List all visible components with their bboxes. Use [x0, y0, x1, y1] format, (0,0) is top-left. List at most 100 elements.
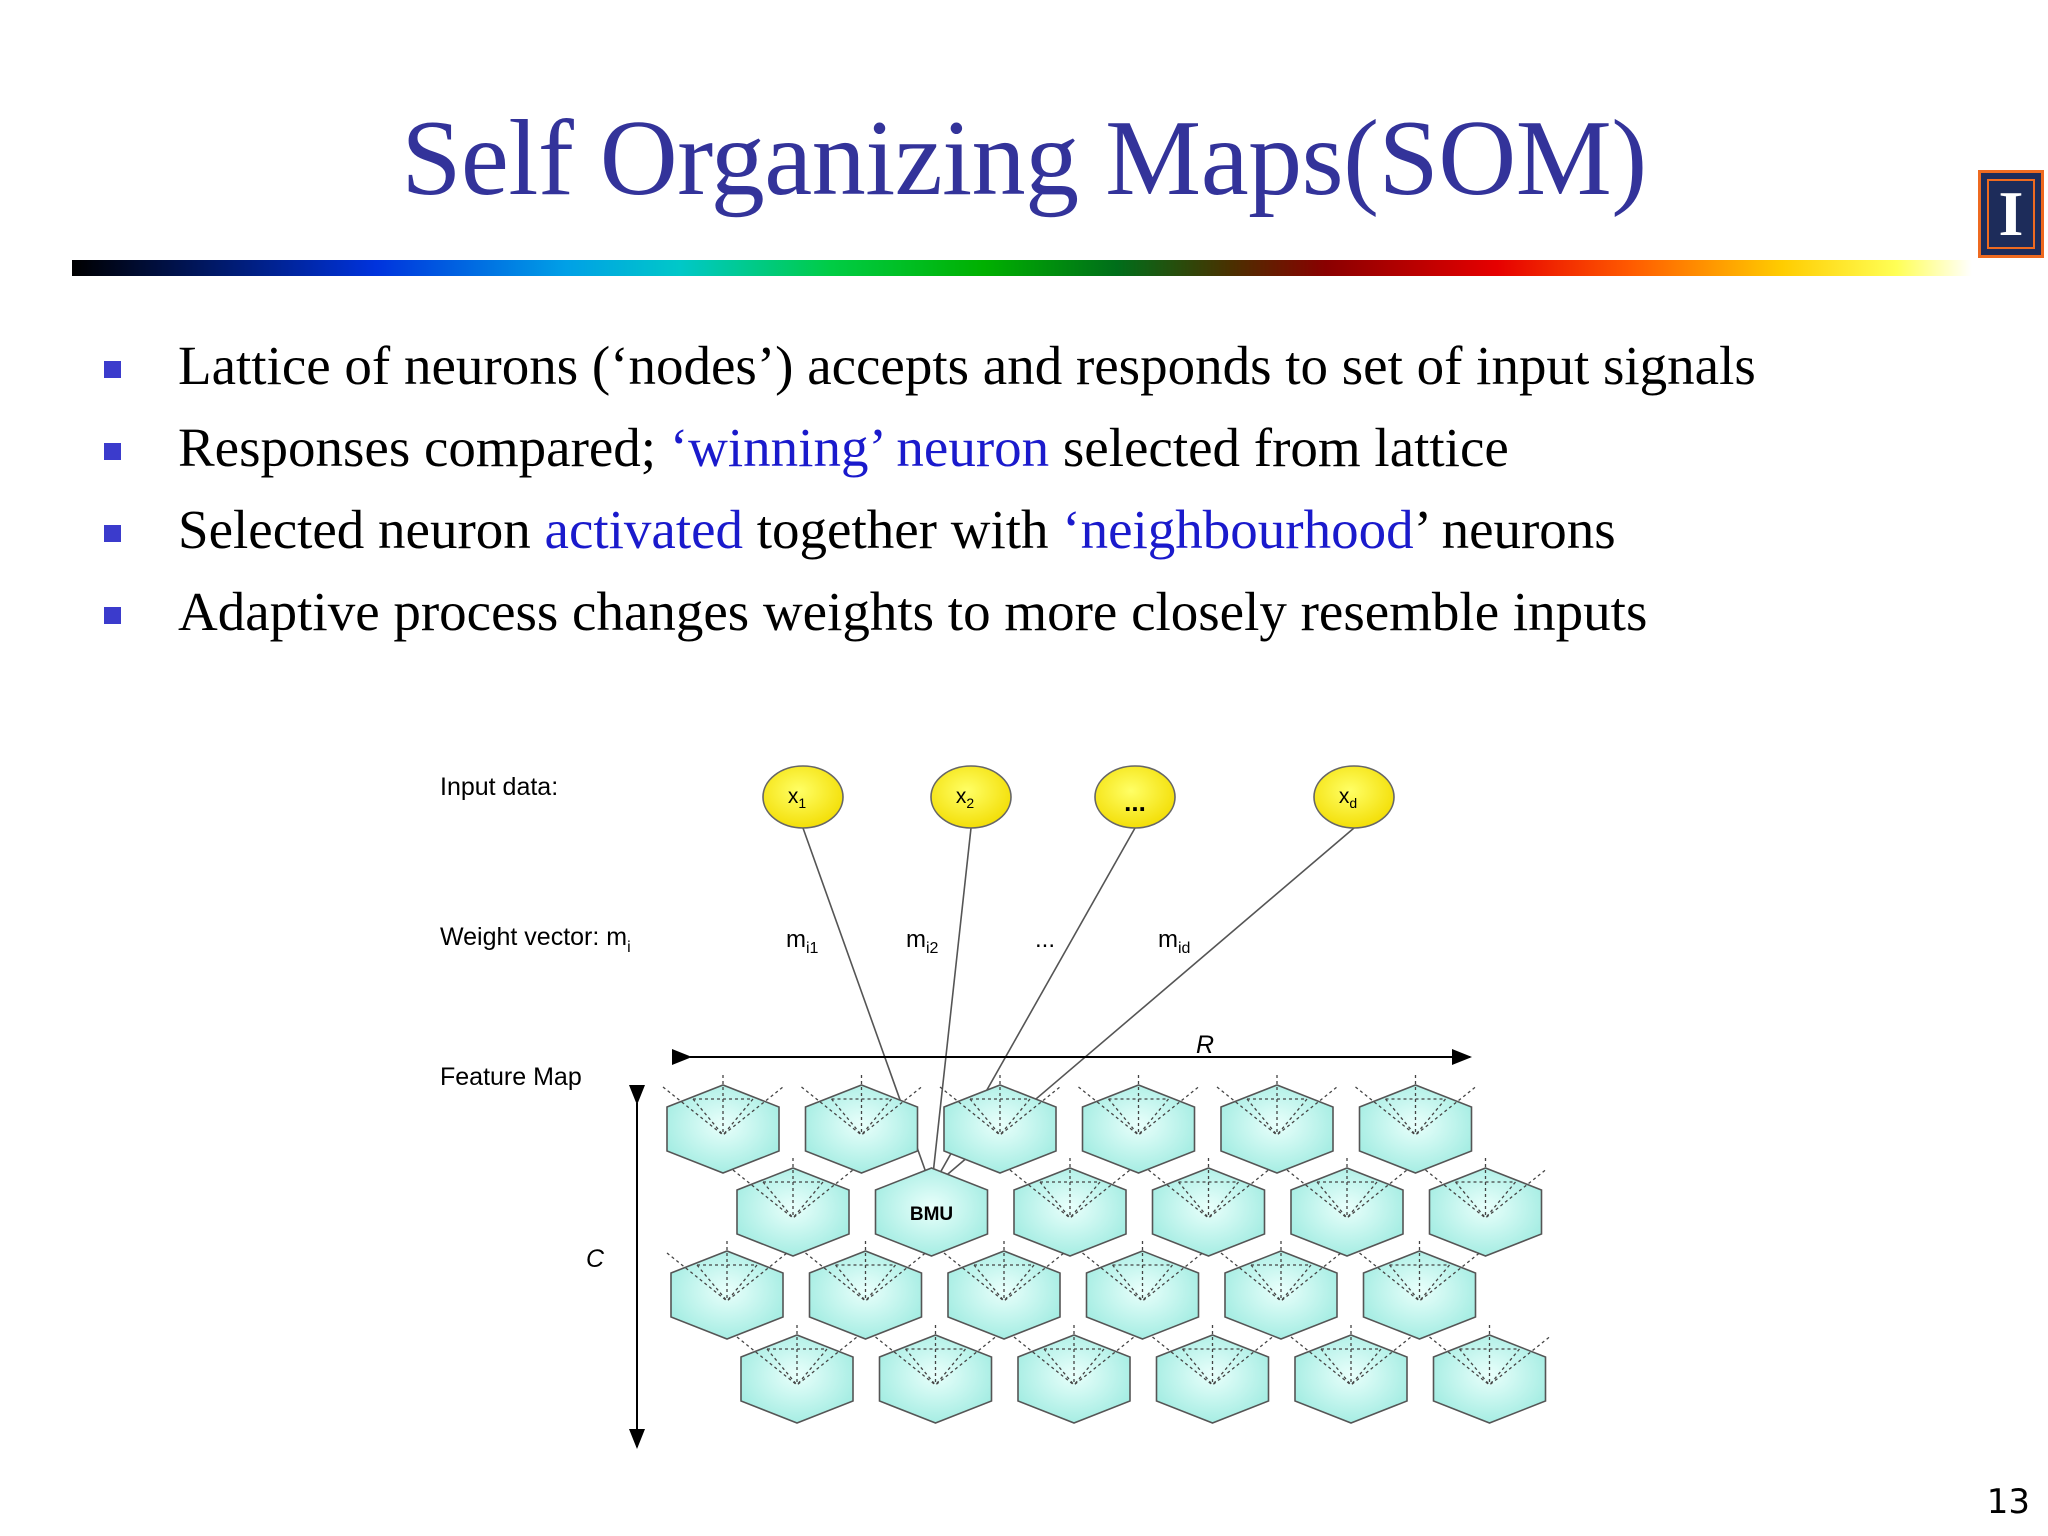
weight-link-line: [1039, 1181, 1071, 1219]
map-cell: [662, 1075, 784, 1174]
weight-label-sub: i2: [926, 940, 939, 957]
weight-link-line: [1350, 1348, 1382, 1386]
axis-r-label: R: [1196, 1031, 1214, 1059]
weight-link-line: [969, 1098, 1001, 1136]
weight-link-line: [865, 1264, 896, 1302]
weight-link-line: [973, 1264, 1005, 1302]
bmu-cell: BMU: [874, 1167, 989, 1257]
bmu-label: BMU: [910, 1204, 953, 1225]
weight-label-main: ...: [1035, 926, 1055, 953]
logo-frame: [1987, 179, 2035, 249]
weight-link-lines: [1216, 1086, 1338, 1136]
weight-vector-label-sub: i: [627, 939, 631, 956]
input-node-label: xd: [1339, 785, 1357, 811]
map-cell: [939, 1075, 1061, 1174]
weight-link-line: [1138, 1098, 1169, 1136]
axis-c: C: [586, 1085, 645, 1449]
som-diagram: Input data: Weight vector: mi Feature Ma…: [440, 765, 1550, 1449]
weight-link-line: [722, 1098, 754, 1136]
bullet-item: Selected neuron activated together with …: [100, 489, 1980, 571]
axis-r: R: [672, 1031, 1472, 1065]
weight-label-sub: i1: [806, 940, 819, 957]
input-node-main: ...: [1124, 787, 1146, 817]
map-cell: [1078, 1075, 1199, 1174]
map-cell: [1359, 1241, 1480, 1340]
map-cell: [805, 1241, 926, 1340]
logo: I: [1978, 170, 2044, 258]
weight-label: mi1: [786, 926, 819, 957]
bullet-segment: together with: [743, 499, 1063, 560]
feature-map-grid: BMU: [662, 1075, 1550, 1424]
weight-link-lines: [1148, 1169, 1269, 1219]
weight-link-lines: [1013, 1336, 1135, 1386]
bullet-text: Selected neuron activated together with …: [178, 489, 1616, 571]
map-cell: [1286, 1158, 1408, 1257]
input-node-label: x1: [788, 785, 807, 811]
input-node-main: x: [788, 785, 799, 808]
weight-link-lines: [1359, 1252, 1480, 1302]
bullet-text: Lattice of neurons (‘nodes’) accepts and…: [178, 325, 1756, 407]
weight-link-line: [1320, 1348, 1352, 1386]
weight-link-line: [1043, 1348, 1075, 1386]
weight-label-main: m: [1158, 926, 1178, 953]
weight-link-line: [1112, 1264, 1143, 1302]
weight-vector-label: Weight vector: mi: [440, 923, 631, 956]
map-cell: [1216, 1075, 1338, 1174]
map-cell: [1013, 1325, 1135, 1424]
map-cell: [1009, 1158, 1131, 1257]
map-cell: [1429, 1325, 1550, 1424]
bullet-segment: ’ neurons: [1413, 499, 1616, 560]
bullet-marker: [104, 525, 121, 542]
bullet-item: Adaptive process changes weights to more…: [100, 571, 1980, 653]
hexagon-node: [874, 1167, 989, 1257]
input-node-main: x: [956, 785, 967, 808]
weight-link-line: [1178, 1181, 1209, 1219]
page-number: 13: [1986, 1482, 2030, 1522]
input-node: x1: [762, 765, 844, 829]
map-cell: [1220, 1241, 1342, 1340]
input-node: xd: [1313, 765, 1395, 829]
weight-link-lines: [939, 1086, 1061, 1136]
weight-link-line: [792, 1181, 824, 1219]
weight-link-line: [1316, 1181, 1348, 1219]
weight-label-main: m: [786, 926, 806, 953]
input-node: x2: [930, 765, 1012, 829]
weight-link-lines: [662, 1086, 784, 1136]
map-cell: [1425, 1158, 1546, 1257]
map-cell: [1152, 1325, 1273, 1424]
map-cell: [875, 1325, 996, 1424]
weight-link-line: [1459, 1348, 1490, 1386]
weight-link-lines: [736, 1336, 858, 1386]
bullet-list: Lattice of neurons (‘nodes’) accepts and…: [100, 325, 1980, 653]
weight-link-line: [1485, 1181, 1516, 1219]
bullet-segment: selected from lattice: [1049, 417, 1509, 478]
weight-link-lines: [1425, 1169, 1546, 1219]
weight-link-lines: [805, 1252, 926, 1302]
weight-link-line: [835, 1264, 866, 1302]
bullet-marker: [104, 361, 121, 378]
weight-link-lines: [801, 1086, 922, 1136]
axis-c-label: C: [586, 1245, 605, 1273]
slide-title: Self Organizing Maps(SOM): [401, 99, 1647, 218]
bullet-highlight: activated: [544, 499, 744, 560]
input-data-label: Input data:: [440, 773, 558, 801]
bullet-marker: [104, 443, 121, 460]
input-node-label: ...: [1124, 787, 1146, 817]
weight-link-lines: [875, 1336, 996, 1386]
map-cell: [801, 1075, 922, 1174]
input-node-sub: 1: [798, 795, 806, 811]
weight-label: mi2: [906, 926, 939, 957]
weight-link-line: [935, 1348, 966, 1386]
weight-link-line: [1208, 1181, 1239, 1219]
bullet-highlight: ‘winning’ neuron: [669, 417, 1050, 478]
weight-link-line: [692, 1098, 724, 1136]
weight-link-line: [766, 1348, 798, 1386]
input-node-main: x: [1339, 785, 1350, 808]
weight-link-lines: [1220, 1252, 1342, 1302]
weight-link-line: [1212, 1348, 1243, 1386]
bullet-segment: Adaptive process changes weights to more…: [178, 581, 1648, 642]
input-node-circle: [1313, 765, 1395, 829]
weight-link-line: [1276, 1098, 1308, 1136]
weight-label: mid: [1158, 926, 1190, 957]
